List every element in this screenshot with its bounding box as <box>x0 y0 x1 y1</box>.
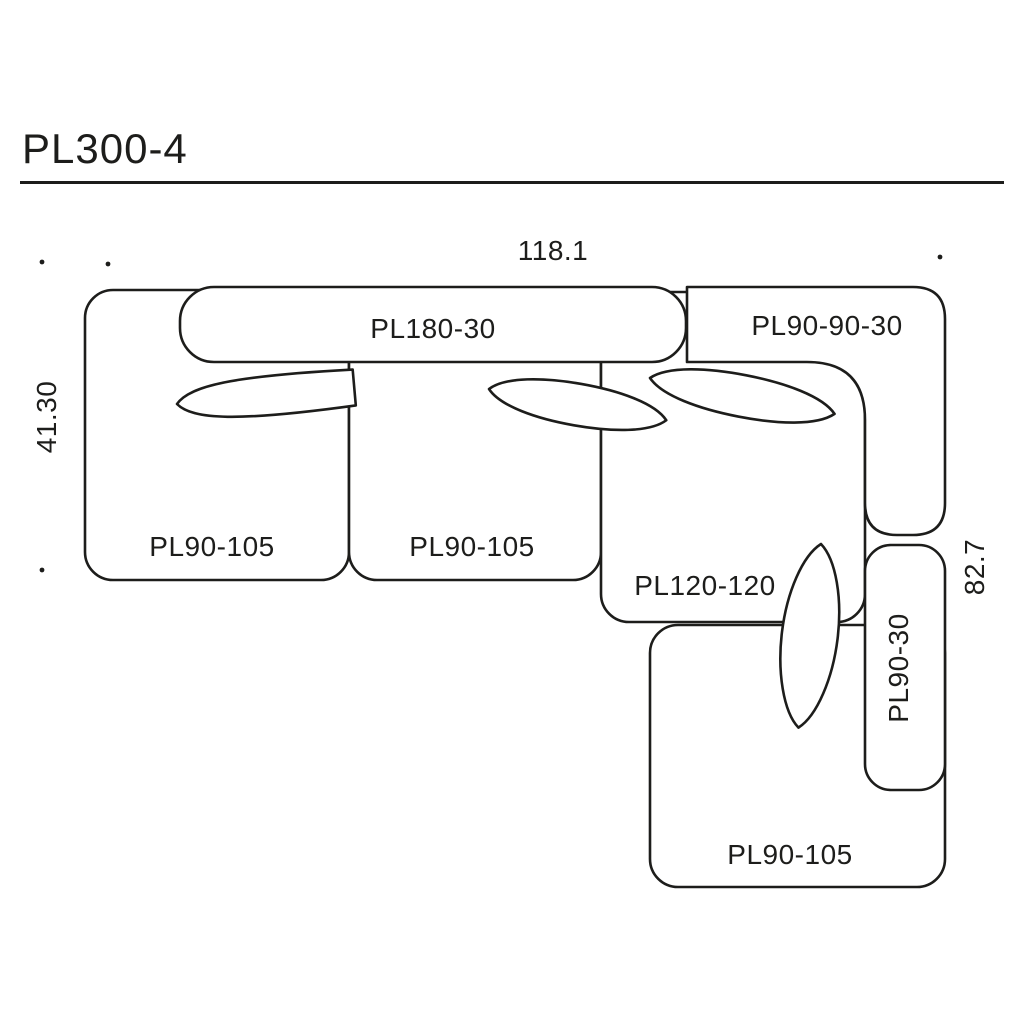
label-seat-middle: PL90-105 <box>409 531 534 562</box>
dimension-depth-left: 41.30 <box>31 381 62 454</box>
page-title: PL300-4 <box>22 125 188 172</box>
label-corner-seat: PL120-120 <box>634 570 776 601</box>
dimension-width-top: 118.1 <box>518 235 589 266</box>
cushion-lens-vertical <box>779 542 841 729</box>
label-back-rail: PL180-30 <box>370 313 495 344</box>
side-rail-outline <box>863 543 947 792</box>
dimension-tick <box>937 254 943 260</box>
title-underline <box>20 181 1004 184</box>
cushion-lens-corner <box>648 368 836 424</box>
label-seat-left: PL90-105 <box>149 531 274 562</box>
back-rail-outline <box>178 285 688 364</box>
dimension-tick <box>39 259 45 265</box>
label-side-rail: PL90-30 <box>883 613 914 722</box>
corner-back-outline <box>685 285 947 537</box>
cushion-lens-middle <box>487 378 668 432</box>
dimension-depth-right: 82.7 <box>959 539 990 596</box>
label-corner-back: PL90-90-30 <box>751 310 902 341</box>
cushion-lens-left <box>175 368 358 419</box>
label-seat-bottom: PL90-105 <box>727 839 852 870</box>
dimension-tick <box>39 567 45 573</box>
dimension-tick <box>105 261 111 267</box>
